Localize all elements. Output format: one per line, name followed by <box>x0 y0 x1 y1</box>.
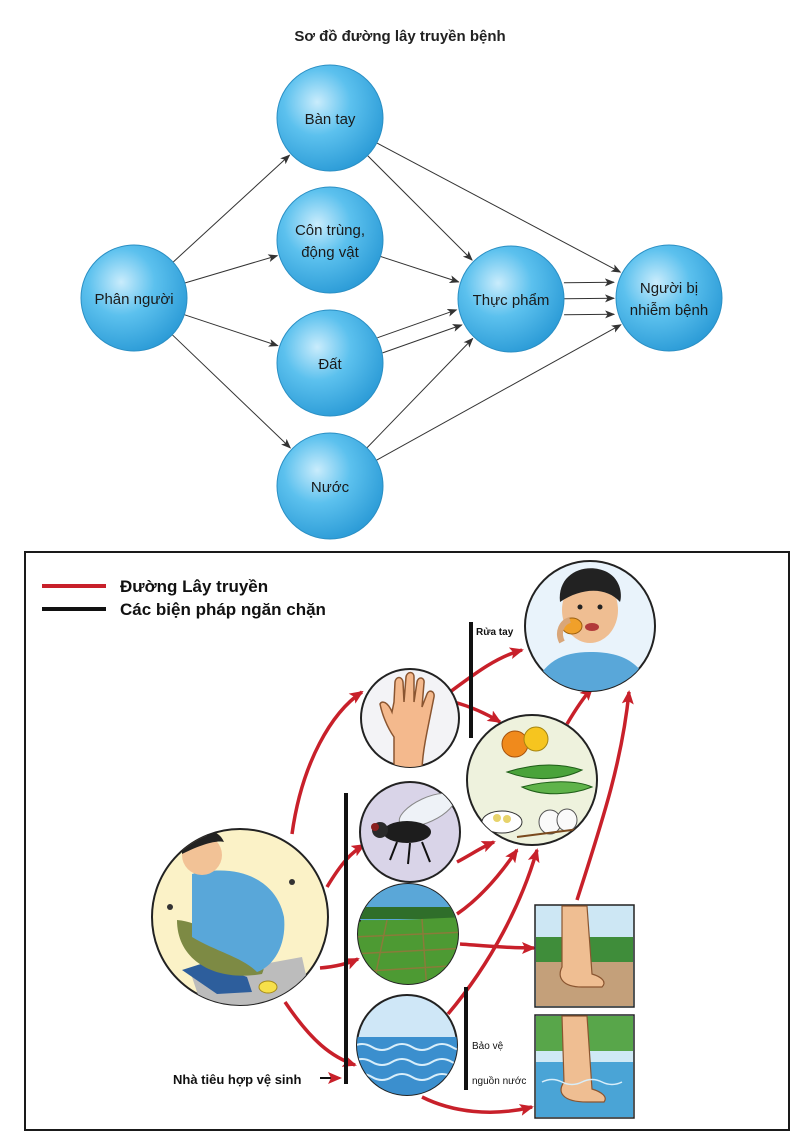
label-water-protect-1: Bảo vệ <box>472 1041 504 1052</box>
arrow-food-eater <box>565 686 594 725</box>
node-circle <box>615 244 723 352</box>
node-label: Côn trùng, <box>295 222 365 239</box>
arrow-tay-to-nguoi <box>376 142 622 273</box>
diagram-arrows <box>171 142 622 461</box>
node-circle <box>276 64 384 172</box>
node-circle <box>80 244 188 352</box>
arrow-dat-to-thuc <box>382 324 463 354</box>
arrow-water-food <box>446 848 540 1016</box>
node-label: động vật <box>301 244 359 261</box>
arrow-tay-to-thuc <box>367 155 473 261</box>
arrow-con-to-thuc <box>380 255 460 284</box>
transmission-flow-diagram: Sơ đồ đường lây truyền bệnh Phân người Bà… <box>80 28 723 540</box>
arrow-nuoc-to-nguoi <box>376 324 622 461</box>
arrow-hand-eater <box>448 647 524 694</box>
node-phan: Phân người <box>80 244 188 352</box>
eating-person-icon <box>524 560 656 692</box>
arrow-person-water <box>283 1001 357 1067</box>
prevention-bars <box>344 622 473 1090</box>
legend-prevention-label: Các biện pháp ngăn chặn <box>120 600 326 619</box>
node-label: Người bị <box>640 280 698 297</box>
node-thuc: Thực phẩm <box>457 245 565 353</box>
diagram-title: Sơ đồ đường lây truyền bệnh <box>294 28 505 45</box>
node-con: Côn trùng, động vật <box>276 186 384 294</box>
arrow-phan-to-dat <box>184 314 279 347</box>
node-tay: Bàn tay <box>276 64 384 172</box>
arrow-phan-to-tay <box>172 154 291 263</box>
fly-icon <box>359 781 461 883</box>
node-circle <box>276 432 384 540</box>
node-label: nhiễm bệnh <box>630 302 708 319</box>
node-label: Nước <box>311 479 350 496</box>
arrow-feet-eater <box>575 690 634 901</box>
transmission-arrows <box>283 647 634 1116</box>
arrow-field-food <box>456 848 519 916</box>
node-circle <box>457 245 565 353</box>
node-nguoi: Người bị nhiễm bệnh <box>615 244 723 352</box>
bare-feet-soil-icon <box>534 904 635 1008</box>
arrow-phan-to-con <box>184 254 279 284</box>
transmission-illustration-panel: Đường Lây truyền Các biện pháp ngăn chặn <box>24 551 790 1131</box>
node-label: Bàn tay <box>305 111 356 128</box>
arrow-water-feet-bottom <box>421 1095 534 1116</box>
label-hand-wash: Rửa tay <box>476 627 514 638</box>
field-icon <box>357 883 459 985</box>
arrow-person-hand <box>290 690 364 835</box>
hand-icon <box>360 668 460 768</box>
arrow-phan-to-nuoc <box>171 334 292 449</box>
arrow-nuoc-to-thuc <box>366 337 474 449</box>
feet-in-water-icon <box>534 1014 635 1119</box>
label-latrine: Nhà tiêu hợp vệ sinh <box>173 1072 301 1087</box>
arrow-dat-to-thuc <box>377 309 458 339</box>
arrow-fly-food <box>456 840 496 864</box>
food-icon <box>466 714 598 846</box>
node-circle <box>276 309 384 417</box>
node-label: Thực phẩm <box>473 292 550 309</box>
water-icon <box>356 994 458 1096</box>
arrow-hand-food <box>453 700 502 724</box>
arrow-person-field <box>319 957 360 970</box>
node-label: Phân người <box>94 291 173 308</box>
node-dat: Đất <box>276 309 384 417</box>
legend-transmission-label: Đường Lây truyền <box>120 577 268 596</box>
node-label: Đất <box>318 356 342 373</box>
node-nuoc: Nước <box>276 432 384 540</box>
person-defecating-icon <box>151 828 329 1006</box>
node-circle <box>276 186 384 294</box>
legend: Đường Lây truyền Các biện pháp ngăn chặn <box>42 577 326 619</box>
label-water-protect-2: nguồn nước <box>472 1075 526 1087</box>
illustration-svg: Đường Lây truyền Các biện pháp ngăn chặn <box>42 560 656 1119</box>
